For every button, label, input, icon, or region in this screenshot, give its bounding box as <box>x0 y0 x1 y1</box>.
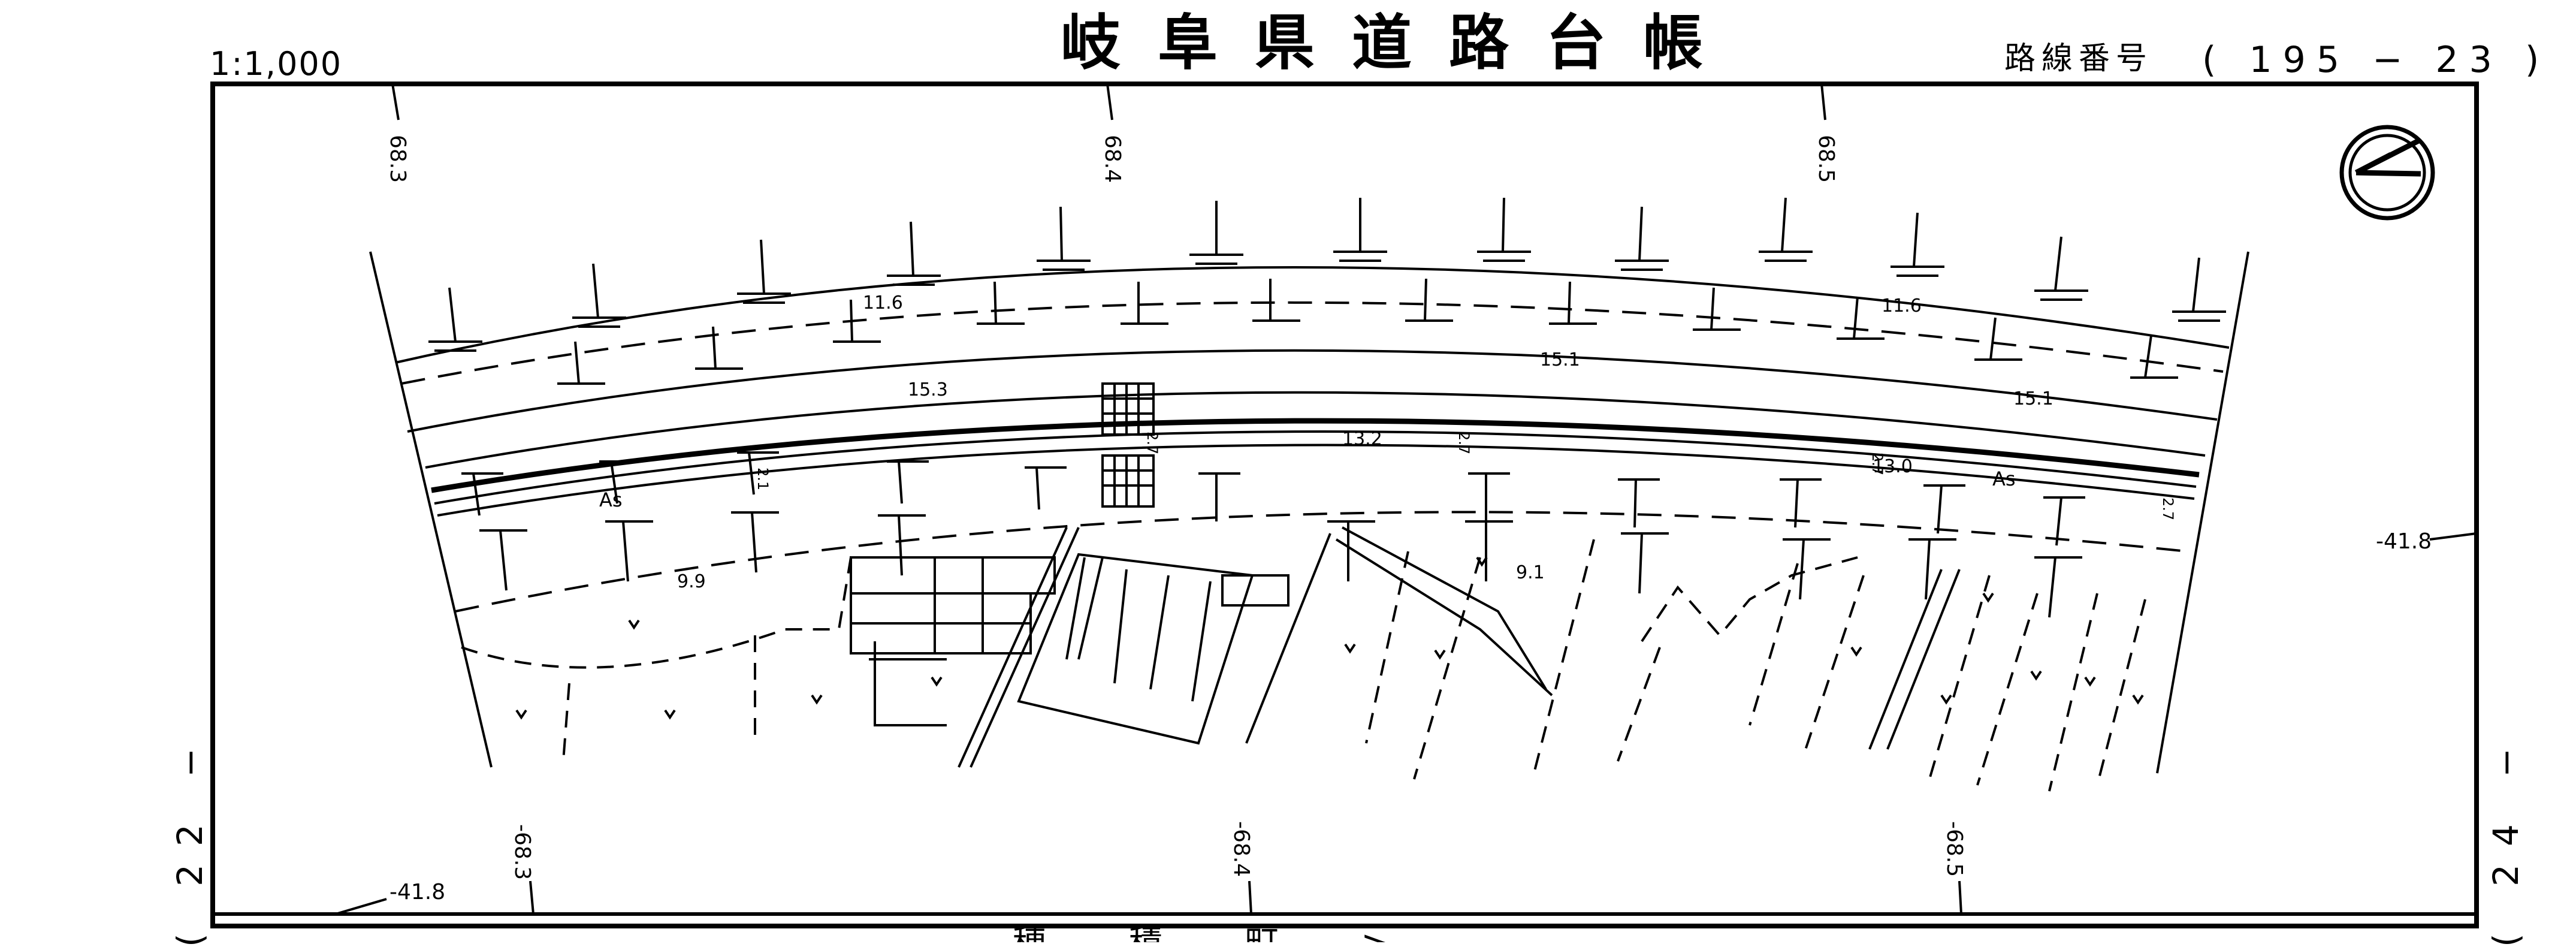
surface-labels: As As <box>599 468 2016 511</box>
width-label: 13.0 <box>1873 456 1913 477</box>
station-label: -68.3 <box>510 824 534 880</box>
width-label: 11.6 <box>863 292 903 313</box>
offset-label: -41.8 <box>2376 529 2432 554</box>
dimension-label: 2.7 <box>1455 432 1472 454</box>
station-label: 68.4 <box>1100 135 1125 183</box>
map-frame <box>210 82 2479 928</box>
width-label: 15.3 <box>908 379 948 400</box>
map-title: 岐阜県道路台帳 <box>1061 8 1740 78</box>
station-labels-top: 68.3 68.4 68.5 <box>385 135 1838 183</box>
route-number-value: ( 195 − 23 ) <box>2202 39 2550 81</box>
width-label: 15.1 <box>2013 388 2053 409</box>
station-ticks <box>335 83 2477 915</box>
station-label: 68.5 <box>1814 135 1838 183</box>
road-alignment <box>395 266 2230 517</box>
dimension-label: 2.7 <box>1144 432 1161 454</box>
width-label: 9.9 <box>677 571 706 592</box>
dimension-label: 2.7 <box>1869 453 1886 475</box>
surface-label: As <box>1992 468 2016 490</box>
parcel-dashed-boundaries <box>461 539 2146 792</box>
boundary-dashed-lines <box>401 301 2224 613</box>
field-symbols <box>515 556 2144 720</box>
station-labels-bottom: -68.3 -68.4 -68.5 <box>510 821 1967 880</box>
north-arrow-icon <box>2339 125 2435 221</box>
map-extent-edges <box>369 251 2249 774</box>
offset-labels: -41.8 -41.8 <box>389 529 2432 904</box>
map-scale: 1:1,000 <box>210 45 343 83</box>
station-label: -68.5 <box>1942 821 1967 877</box>
bridge-structure <box>1101 382 1155 508</box>
width-label: 15.1 <box>1540 349 1580 370</box>
surface-label: As <box>599 488 623 511</box>
dimension-label: 2.7 <box>2160 497 2176 520</box>
slope-symbols <box>428 197 2226 618</box>
width-label: 9.1 <box>1516 562 1545 583</box>
offset-label: -41.8 <box>389 880 445 904</box>
width-label: 13.2 <box>1342 429 1382 450</box>
width-labels: 11.6 11.6 15.1 15.3 15.1 13.2 13.0 9.9 9… <box>677 292 2176 592</box>
width-label: 11.6 <box>1882 295 1922 316</box>
land-parcels <box>850 526 1961 768</box>
dimension-label: 2.1 <box>754 468 771 490</box>
town-name-strip: 穂 積 町 > <box>1013 924 1425 942</box>
station-label: -68.4 <box>1229 821 1254 877</box>
station-label: 68.3 <box>385 135 410 183</box>
route-number-label: 路線番号 <box>2004 41 2154 77</box>
